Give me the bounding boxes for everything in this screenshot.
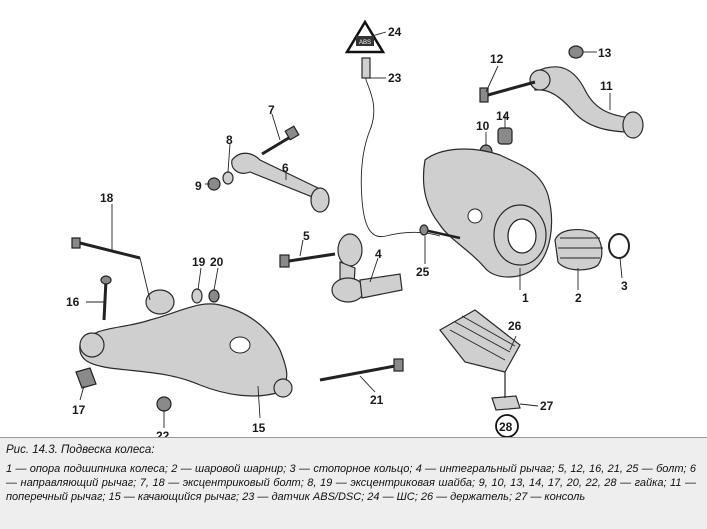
callout-18: 18 xyxy=(100,191,114,205)
callout-12: 12 xyxy=(490,52,504,66)
callout-10: 10 xyxy=(476,119,490,133)
bracket xyxy=(491,372,521,411)
callout-20: 20 xyxy=(210,255,224,269)
callout-15: 15 xyxy=(252,421,266,435)
leader-lines xyxy=(79,31,623,428)
guide-arm xyxy=(231,152,330,213)
nut-13 xyxy=(568,45,584,59)
nut-14 xyxy=(497,127,513,145)
transverse-arm xyxy=(529,66,644,139)
callout-26: 26 xyxy=(508,319,522,333)
callout-24: 24 xyxy=(388,25,402,39)
callout-8: 8 xyxy=(226,133,233,147)
callout-1: 1 xyxy=(522,291,529,305)
ball-joint xyxy=(554,229,603,271)
eccentric-bolt-18 xyxy=(71,237,141,260)
eccentric-bolt-7 xyxy=(261,125,300,156)
callout-2: 2 xyxy=(575,291,582,305)
callout-23: 23 xyxy=(388,71,402,85)
bolt-12 xyxy=(479,80,536,103)
callout-6: 6 xyxy=(282,161,289,175)
caption-box: Рис. 14.3. Подвеска колеса: 1 — опора по… xyxy=(0,437,707,529)
callout-3: 3 xyxy=(621,279,628,293)
callout-13: 13 xyxy=(598,46,612,60)
callout-7: 7 xyxy=(268,103,275,117)
callout-9: 9 xyxy=(195,179,202,193)
caption-title: Рис. 14.3. Подвеска колеса: xyxy=(6,444,155,456)
nut-20 xyxy=(208,289,220,303)
callout-27: 27 xyxy=(540,399,554,413)
nut-17 xyxy=(75,367,97,389)
callout-5: 5 xyxy=(303,229,310,243)
bolt-5 xyxy=(279,252,336,268)
callout-21: 21 xyxy=(370,393,384,407)
callout-4: 4 xyxy=(375,247,382,261)
bolt-25 xyxy=(419,224,461,240)
sensor-label: ABS xyxy=(359,40,371,46)
callout-28: 28 xyxy=(499,420,513,434)
bolt-16 xyxy=(100,275,112,321)
callout-25: 25 xyxy=(416,265,430,279)
callout-17: 17 xyxy=(72,403,86,417)
nut-22 xyxy=(156,396,172,412)
callout-16: 16 xyxy=(66,295,80,309)
abs-sensor-connector xyxy=(361,57,371,79)
callout-19: 19 xyxy=(192,255,206,269)
retaining-ring xyxy=(608,233,630,259)
holder xyxy=(439,309,521,373)
eccentric-washer-8 xyxy=(222,171,234,185)
integral-arm xyxy=(331,233,403,303)
warning-triangle-icon: ABS xyxy=(344,19,386,54)
bolt-21 xyxy=(319,358,404,382)
wheel-bearing-carrier xyxy=(422,148,553,278)
callout-14: 14 xyxy=(496,109,510,123)
eccentric-washer-19 xyxy=(191,288,203,304)
callout-11: 11 xyxy=(600,79,613,93)
abs-sensor-cable xyxy=(360,58,441,238)
caption-text: 1 — опора подшипника колеса; 2 — шаровой… xyxy=(6,463,696,503)
swing-arm xyxy=(79,289,293,398)
